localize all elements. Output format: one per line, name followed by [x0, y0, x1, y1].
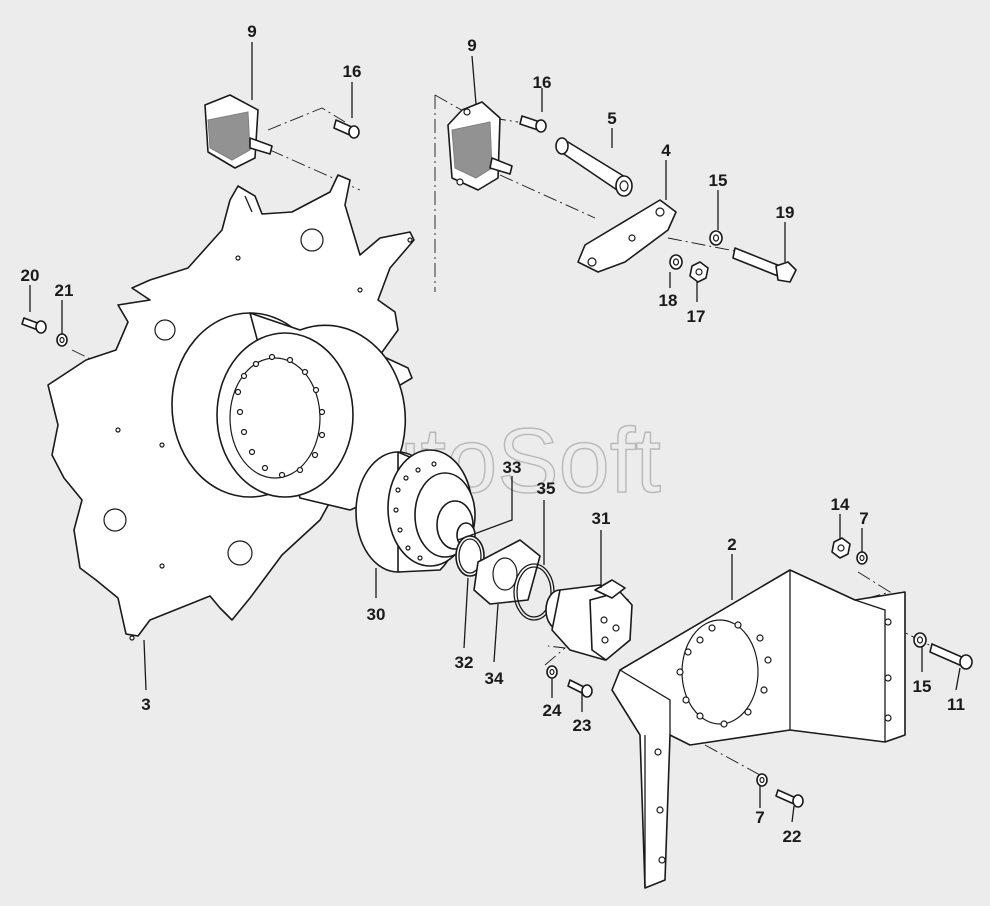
bolt-20	[21, 317, 47, 334]
bolt-16-left	[333, 119, 360, 139]
callout-18: 18	[659, 291, 678, 310]
washer-24	[546, 665, 558, 679]
callout-34: 34	[485, 669, 504, 688]
washer-7-top	[856, 551, 868, 565]
callout-32: 32	[455, 653, 474, 672]
nut-18	[669, 254, 683, 270]
callout-lines	[29, 42, 961, 823]
callout-3: 3	[141, 695, 150, 714]
callout-33: 33	[503, 458, 522, 477]
nut-14	[831, 537, 851, 559]
rubber-mount-right	[447, 101, 513, 191]
bolt-23	[567, 679, 593, 698]
callout-21: 21	[55, 281, 74, 300]
callout-9-left: 9	[247, 22, 256, 41]
adapter-flange-34	[473, 539, 541, 605]
callout-4: 4	[661, 141, 671, 160]
callout-11: 11	[947, 695, 965, 714]
callout-30: 30	[367, 605, 386, 624]
part-labels: 9 16 9 16 5 4 15 19 20 21 18 17 33 35 31…	[21, 22, 965, 846]
motor-mount-bracket	[611, 569, 906, 889]
callout-15-bottom: 15	[913, 677, 932, 696]
callout-19: 19	[776, 203, 795, 222]
bolt-19	[732, 247, 797, 283]
callout-16-left: 16	[343, 62, 362, 81]
callout-5: 5	[607, 109, 616, 128]
spacer-tube	[555, 137, 633, 197]
bolt-16-right	[519, 115, 547, 133]
rubber-mount-left	[204, 94, 273, 169]
washer-15-bottom	[913, 632, 927, 648]
callout-22: 22	[783, 827, 802, 846]
callout-2: 2	[727, 535, 736, 554]
washer-7-bottom	[756, 773, 768, 787]
nut-17	[689, 261, 709, 283]
callout-14: 14	[831, 495, 850, 514]
callout-7-bottom: 7	[755, 808, 764, 827]
bracket-plate	[577, 199, 677, 273]
callout-20: 20	[21, 266, 40, 285]
hub-drum	[171, 312, 407, 511]
washer-21	[56, 333, 68, 347]
callout-31: 31	[592, 509, 611, 528]
callout-16-right: 16	[533, 73, 552, 92]
callout-7-top: 7	[859, 509, 868, 528]
callout-35: 35	[537, 479, 556, 498]
bolt-11	[929, 643, 973, 670]
callout-15-top: 15	[709, 171, 728, 190]
bolt-22	[775, 789, 804, 808]
hydraulic-motor	[545, 579, 633, 661]
washer-15-top	[709, 230, 723, 246]
callout-17: 17	[687, 307, 706, 326]
callout-9-right: 9	[467, 36, 476, 55]
callout-23: 23	[573, 716, 592, 735]
callout-24: 24	[543, 701, 562, 720]
